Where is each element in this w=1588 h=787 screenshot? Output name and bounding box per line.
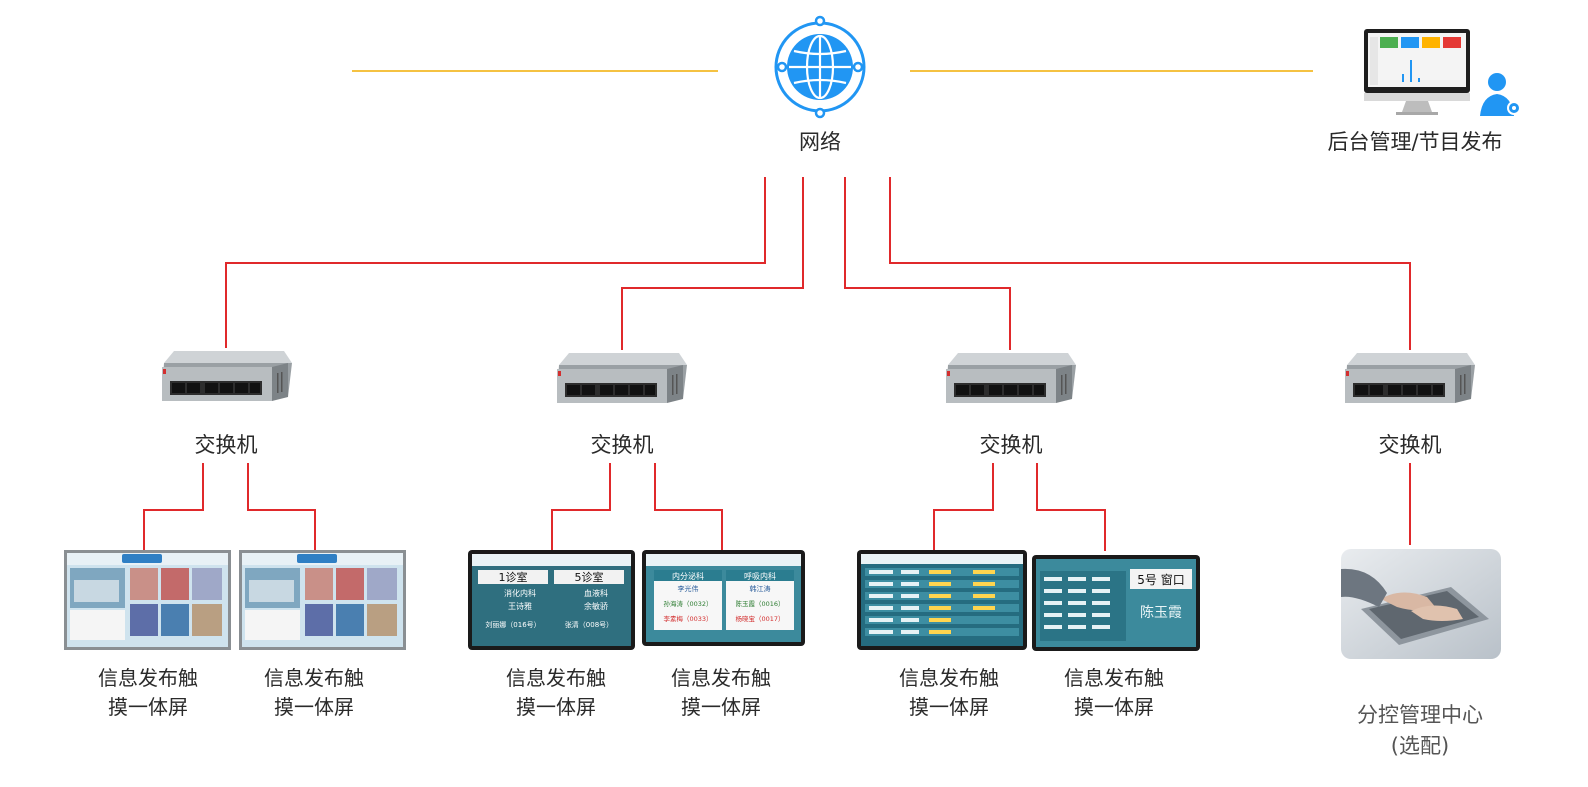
room-2-text: 5诊室 xyxy=(575,570,604,584)
laptop-photo xyxy=(1341,549,1501,659)
window-name-text: 陈玉霞 xyxy=(1140,604,1182,621)
wait-2-text: 张清（008号） xyxy=(565,620,613,629)
terminal-label-6-line2: 摸一体屏 xyxy=(1074,695,1154,719)
terminal-label-2-line1: 信息发布触 xyxy=(264,666,364,690)
window-title-text: 5号 窗口 xyxy=(1137,573,1184,587)
terminal-label-3-line1: 信息发布触 xyxy=(506,666,606,690)
clinic-screen-a: 1诊室 5诊室 消化内科 血液科 王诗雅 余敏骄 刘丽娜（016号） 张清（00… xyxy=(468,550,635,650)
sub-center-line1: 分控管理中心 xyxy=(1357,703,1483,727)
switch-device-1 xyxy=(162,351,292,401)
switch-device-4 xyxy=(1345,353,1475,403)
terminal-label-4-line2: 摸一体屏 xyxy=(681,695,761,719)
network-label: 网络 xyxy=(799,130,841,154)
portal-screen-1 xyxy=(64,550,231,650)
link-network-switch-3 xyxy=(844,177,1011,350)
doc-b2-text: 韩江涛 xyxy=(750,584,771,593)
room-1-text: 1诊室 xyxy=(499,570,528,584)
switch-label-1: 交换机 xyxy=(194,433,258,457)
terminal-label-4: 信息发布触 摸一体屏 xyxy=(661,664,781,722)
globe-icon xyxy=(774,15,866,119)
link-switch2-screen4 xyxy=(654,463,723,551)
call-b2-text: 陈玉霞（0016） xyxy=(735,599,784,608)
sub-center-label: 分控管理中心 (选配) xyxy=(1340,700,1500,762)
terminal-label-6: 信息发布触 摸一体屏 xyxy=(1054,664,1174,722)
window-screen: 5号 窗口 陈玉霞 xyxy=(1032,555,1200,651)
terminal-label-5-line2: 摸一体屏 xyxy=(909,695,989,719)
terminal-label-3: 信息发布触 摸一体屏 xyxy=(496,664,616,722)
switch-label-4: 交换机 xyxy=(1378,433,1442,457)
wait-1-text: 刘丽娜（016号） xyxy=(485,620,540,629)
link-network-switch-1 xyxy=(225,177,766,348)
backend-label: 后台管理/节目发布 xyxy=(1327,130,1503,154)
link-switch1-screen2 xyxy=(247,463,316,551)
sub-center-line2: (选配) xyxy=(1390,734,1450,758)
dept-1-text: 消化内科 xyxy=(504,588,536,598)
doc-2-text: 余敏骄 xyxy=(584,601,608,611)
terminal-label-5: 信息发布触 摸一体屏 xyxy=(889,664,1009,722)
terminal-label-5-line1: 信息发布触 xyxy=(899,666,999,690)
doc-1-text: 王诗雅 xyxy=(508,601,532,611)
next-b2-text: 杨晓宝（0017） xyxy=(735,614,784,623)
terminal-label-1-line2: 摸一体屏 xyxy=(108,695,188,719)
terminal-label-4-line1: 信息发布触 xyxy=(671,666,771,690)
link-switch3-screen5 xyxy=(933,463,994,551)
terminal-label-1: 信息发布触 摸一体屏 xyxy=(88,664,208,722)
link-network-switch-4 xyxy=(889,177,1411,350)
switch-device-3 xyxy=(946,353,1076,403)
dept-2-text: 血液科 xyxy=(584,588,608,598)
switch-label-3: 交换机 xyxy=(979,433,1043,457)
portal-screen-2 xyxy=(239,550,406,650)
next-b1-text: 李素梅（0033） xyxy=(663,614,712,623)
link-network-switch-2 xyxy=(621,177,804,350)
terminal-label-3-line2: 摸一体屏 xyxy=(516,695,596,719)
call-b1-text: 孙海涛（0032） xyxy=(663,599,712,608)
link-switch3-screen6 xyxy=(1036,463,1106,551)
terminal-label-6-line1: 信息发布触 xyxy=(1064,666,1164,690)
switch-label-2: 交换机 xyxy=(590,433,654,457)
clinic-screen-b: 内分泌科 呼吸内科 李光伟 韩江涛 孙海涛（0032） 陈玉霞（0016） 李素… xyxy=(642,550,805,646)
dept-b1-text: 内分泌科 xyxy=(672,571,704,581)
terminal-label-2: 信息发布触 摸一体屏 xyxy=(254,664,374,722)
monitor-icon xyxy=(1364,29,1521,116)
link-switch2-screen3 xyxy=(551,463,611,551)
switch-device-2 xyxy=(557,353,687,403)
doc-b1-text: 李光伟 xyxy=(678,584,699,593)
dept-b2-text: 呼吸内科 xyxy=(744,571,776,581)
link-switch1-screen1 xyxy=(143,463,204,551)
terminal-label-1-line1: 信息发布触 xyxy=(98,666,198,690)
terminal-label-2-line2: 摸一体屏 xyxy=(274,695,354,719)
table-screen xyxy=(857,550,1027,650)
